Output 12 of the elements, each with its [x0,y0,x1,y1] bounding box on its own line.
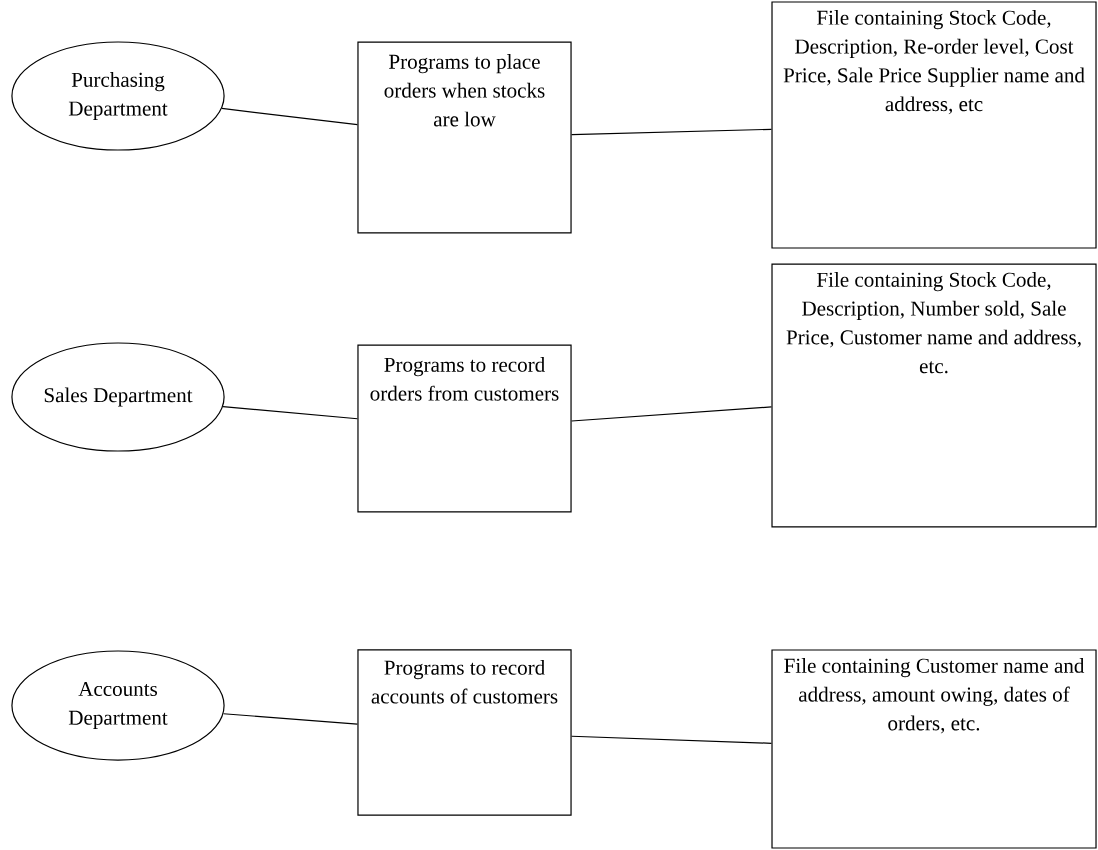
connector-line [571,735,772,744]
connector-line [221,107,358,126]
connector-line [571,128,772,136]
process-box: Programs to record orders from customers [357,344,572,513]
process-box: File containing Customer name and address, amount owing, dates of orders, etc. [771,649,1097,849]
process-box: File containing Stock Code, Description, Re-order level, Cost Price, Sale Price Supplier name and address, etc [771,1,1097,249]
process-box: Programs to place orders when stocks are low [357,41,572,234]
connector-line [222,405,358,420]
process-box: File containing Stock Code, Description, Number sold, Sale Price, Customer name and address, etc. [771,263,1097,528]
connector-line [222,713,358,725]
process-box: Programs to record accounts of customers [357,649,572,816]
connector-line [571,406,772,422]
